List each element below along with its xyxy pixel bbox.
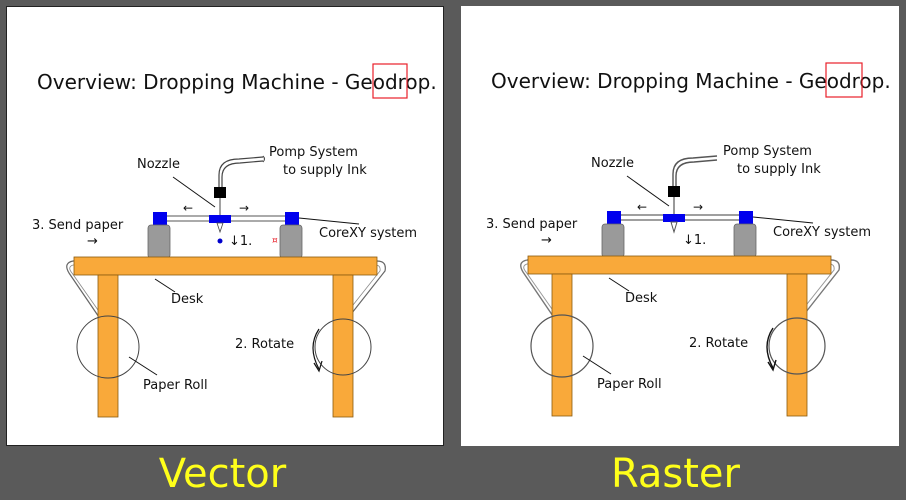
- caption-vector: Vector: [158, 451, 287, 497]
- nozzle-pointer: [626, 175, 670, 207]
- arrow-right-icon: →: [239, 201, 249, 215]
- label-pomp-system-1: Pomp System: [723, 144, 812, 159]
- title-highlight-box: [372, 63, 408, 99]
- nozzle-tip: [216, 222, 224, 234]
- label-drop-step: ↓1.: [683, 233, 706, 248]
- label-nozzle: Nozzle: [137, 157, 180, 172]
- label-pomp-system-2: to supply Ink: [737, 162, 821, 177]
- paper-roll-pointer: [582, 355, 612, 375]
- paper-roll-right: [768, 317, 826, 375]
- label-corexy: CoreXY system: [773, 225, 871, 240]
- desk-top: [527, 255, 832, 275]
- pump-box: [214, 187, 226, 198]
- rotate-arrow-head: [767, 359, 777, 372]
- raster-diagram: Overview: Dropping Machine - Geodrop. Po…: [486, 62, 891, 417]
- label-desk: Desk: [625, 291, 658, 306]
- label-pomp-system-1: Pomp System: [269, 145, 358, 160]
- send-paper-arrow-icon: →: [541, 233, 552, 248]
- rotate-arrow-icon: [766, 327, 774, 369]
- nozzle-tip: [670, 221, 678, 234]
- paper-roll-left: [76, 315, 140, 379]
- arrow-left-icon: ←: [183, 201, 193, 215]
- corexy-right-block: [285, 212, 299, 225]
- ink-drop-icon: [217, 238, 223, 244]
- label-nozzle: Nozzle: [591, 156, 634, 171]
- label-paper-roll: Paper Roll: [597, 377, 662, 392]
- arrow-right-icon: →: [693, 200, 703, 214]
- raster-diagram-panel: Overview: Dropping Machine - Geodrop. Po…: [461, 6, 899, 446]
- label-send-paper: 3. Send paper: [32, 218, 124, 233]
- desk-top: [73, 256, 378, 276]
- motor-left: [601, 223, 625, 258]
- label-rotate: 2. Rotate: [235, 337, 294, 352]
- rotate-arrow-icon: [312, 328, 320, 370]
- caption-raster: Raster: [610, 451, 740, 497]
- send-paper-arrow-icon: →: [87, 234, 98, 249]
- desk-leg-right: [786, 273, 808, 417]
- label-corexy: CoreXY system: [319, 226, 417, 241]
- corexy-left-block: [153, 212, 167, 225]
- pump-box: [668, 186, 680, 197]
- corexy-left-block: [607, 211, 621, 224]
- nozzle-pointer: [172, 176, 216, 208]
- nozzle-carriage: [209, 215, 231, 223]
- label-desk: Desk: [171, 292, 204, 307]
- title-highlight-box: [825, 62, 863, 98]
- pomp-tube-inner: [675, 159, 718, 192]
- label-pomp-system-2: to supply Ink: [283, 163, 367, 178]
- motor-right: [279, 224, 303, 259]
- rotate-arrow-head: [313, 360, 323, 373]
- raster-artifact-marker: ¤: [272, 236, 278, 246]
- pomp-tube-end: [262, 155, 265, 163]
- pomp-tube-inner: [221, 160, 264, 193]
- desk-leg-left: [551, 273, 573, 417]
- paper-roll-left: [530, 314, 594, 378]
- label-paper-roll: Paper Roll: [143, 378, 208, 393]
- desk-pointer: [608, 277, 630, 292]
- corexy-right-block: [739, 211, 753, 224]
- desk-leg-left: [97, 274, 119, 418]
- diagram-title: Overview: Dropping Machine - Geodrop.: [37, 70, 437, 94]
- pomp-tube: [218, 156, 264, 193]
- vector-diagram: Overview: Dropping Machine - Geodrop. Po…: [32, 63, 437, 418]
- pomp-tube: [672, 155, 718, 192]
- nozzle-carriage: [663, 214, 685, 222]
- label-send-paper: 3. Send paper: [486, 217, 578, 232]
- vector-diagram-panel: Overview: Dropping Machine - Geodrop. Po…: [6, 6, 444, 446]
- arrow-left-icon: ←: [637, 200, 647, 214]
- motor-right: [733, 223, 757, 258]
- desk-leg-right: [332, 274, 354, 418]
- desk-pointer: [154, 278, 176, 293]
- corexy-pointer: [752, 216, 814, 224]
- corexy-pointer: [298, 217, 360, 225]
- paper-roll-right: [314, 318, 372, 376]
- diagram-title: Overview: Dropping Machine - Geodrop.: [491, 69, 891, 93]
- motor-left: [147, 224, 171, 259]
- paper-roll-pointer: [128, 356, 158, 376]
- label-rotate: 2. Rotate: [689, 336, 748, 351]
- label-drop-step: ↓1.: [229, 234, 252, 249]
